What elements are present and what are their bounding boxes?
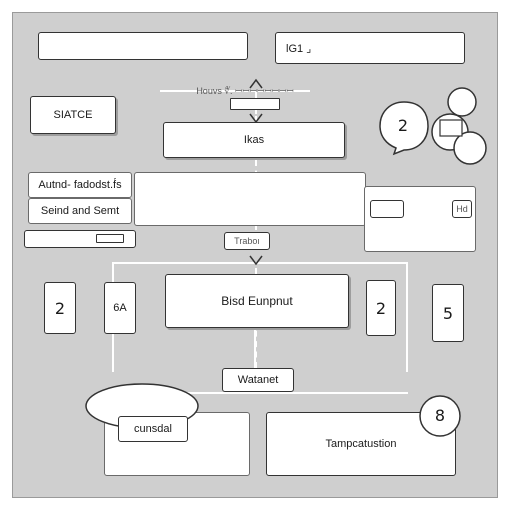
arrow-up-icon [249,78,263,89]
left-panel-item-1[interactable]: Autnd- fadodst.f́s [28,172,132,198]
merge-node-label: Watanet [237,374,279,386]
number-tile-right-value: 2 [375,298,387,318]
main-node-label: Bisd Eunpnut [221,294,293,308]
right-panel [364,186,476,252]
connector-bottom-horizontal [112,392,408,394]
bottom-left-label-box[interactable]: cunsdal [118,416,188,442]
connector-right-vertical [406,262,408,372]
bubble-number-text: 2 [397,116,409,135]
header-mini-box [230,98,280,110]
left-panel-bar-inner [96,234,124,243]
right-panel-field[interactable] [370,200,404,218]
speech-bubble-icon [379,101,429,156]
right-panel-mini[interactable]: Hd [452,200,472,218]
center-panel [134,172,366,226]
bottom-bubble-icon [419,395,461,437]
bottom-left-label: cunsdal [134,423,172,435]
number-tile-far-right[interactable]: 5 [432,284,464,342]
merge-node[interactable]: Watanet [222,368,294,392]
header-right-field[interactable]: lG1 ⌟ [275,32,465,64]
bottom-bubble-number: 8 [428,406,452,425]
bottom-right-label: Tampcatustion [325,438,397,450]
left-panel-item-1-label: Autnd- fadodst.f́s [38,179,122,191]
left-panel-item-2[interactable]: Seind and Semt [28,198,132,224]
connector-node[interactable]: Traboı [224,232,270,250]
number-tile-right[interactable]: 2 [366,280,396,336]
decorative-cluster-icon [431,87,487,165]
tag-tile-left[interactable]: 6A [104,282,136,334]
number-tile-far-right-value: 5 [442,303,454,323]
main-node[interactable]: Bisd Eunpnut [165,274,349,328]
tag-tile-left-value: 6A [113,302,127,314]
source-box[interactable]: SIATCE [30,96,116,134]
top-node[interactable]: Ikas [163,122,345,158]
left-panel-item-2-label: Seind and Semt [40,205,120,217]
connector-node-label: Traboı [234,236,260,246]
bubble-number: 2 [390,116,416,135]
arrow-down-icon [249,255,263,266]
header-caption: Houvs ∜. ꟷꟷꟷꟷꟷꟷꟷꟷ [170,84,320,97]
connector-mid-horizontal [112,262,408,264]
header-left-field[interactable] [38,32,248,60]
right-panel-mini-label: Hd [456,204,468,214]
connector-top-horizontal [160,90,310,92]
number-tile-left-value: 2 [54,298,66,318]
header-right-field-text: lG1 ⌟ [286,42,312,55]
source-label: SIATCE [53,109,93,121]
header-caption-text: Houvs ∜. ꟷꟷꟷꟷꟷꟷꟷꟷ [196,86,294,96]
top-node-label: Ikas [243,134,265,146]
bottom-bubble-number-text: 8 [434,406,446,425]
number-tile-left[interactable]: 2 [44,282,76,334]
connector-center-vertical-bottom [254,330,256,374]
